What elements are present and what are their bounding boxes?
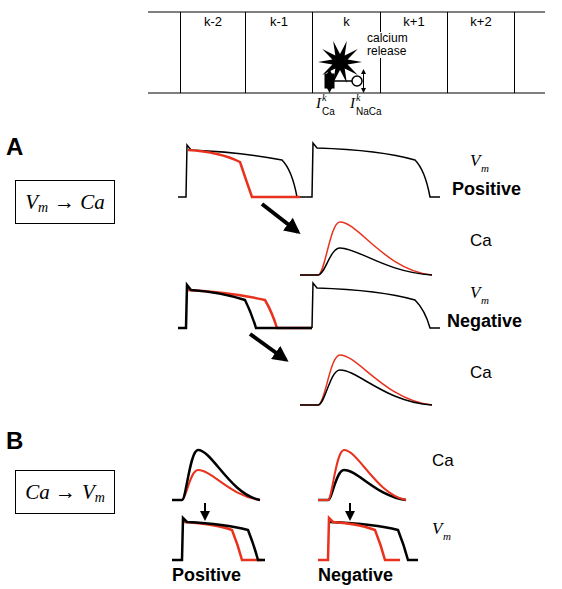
subscript: m bbox=[481, 294, 489, 306]
coupling-box: Vm → Ca bbox=[15, 180, 115, 224]
panel-letter: A bbox=[6, 134, 23, 160]
coupling-box: Ca →Vm bbox=[15, 470, 115, 514]
calcium-trace bbox=[300, 222, 432, 275]
cell-label: k bbox=[343, 14, 350, 29]
superscript: k bbox=[356, 92, 360, 103]
subscript: m bbox=[443, 530, 451, 542]
voltage-trace bbox=[178, 283, 440, 328]
voltage-trace bbox=[178, 143, 440, 197]
subscript: m bbox=[481, 162, 489, 174]
signal-name: Ca bbox=[432, 452, 454, 471]
cell-label: k+1 bbox=[403, 14, 424, 29]
box-text: Ca → bbox=[25, 480, 76, 505]
box-text: V bbox=[82, 480, 95, 505]
signal-name: V bbox=[432, 520, 442, 539]
subscript: Ca bbox=[322, 106, 335, 117]
coupling-sign: Negative bbox=[447, 312, 522, 332]
arrow bbox=[262, 204, 298, 232]
box-text: → Ca bbox=[54, 190, 105, 215]
box-text: V bbox=[25, 190, 38, 215]
voltage-trace bbox=[318, 518, 418, 560]
arrow bbox=[349, 503, 351, 519]
annotation: calcium release bbox=[366, 32, 418, 58]
arrow bbox=[250, 334, 286, 360]
cell-segment: k-1 bbox=[245, 12, 312, 93]
cell-segment: k+2 bbox=[447, 12, 515, 93]
cell-label: k+2 bbox=[470, 14, 491, 29]
box-text: m bbox=[95, 490, 105, 506]
membrane-currents bbox=[325, 70, 364, 92]
superscript: k bbox=[322, 92, 326, 103]
current-symbol: I bbox=[350, 95, 355, 112]
signal-name: V bbox=[470, 284, 480, 303]
cell-label: k-1 bbox=[270, 14, 288, 29]
signal-name: Ca bbox=[470, 364, 492, 383]
coupling-sign: Positive bbox=[172, 566, 241, 586]
voltage-trace bbox=[172, 518, 265, 560]
cell-label: k-2 bbox=[204, 14, 222, 29]
subscript: NaCa bbox=[356, 106, 382, 117]
calcium-trace bbox=[300, 355, 432, 405]
current-symbol: I bbox=[316, 95, 321, 112]
calcium-trace bbox=[318, 450, 406, 500]
panel-letter: B bbox=[6, 428, 23, 454]
calcium-trace bbox=[172, 450, 260, 500]
coupling-sign: Positive bbox=[452, 180, 521, 200]
arrow bbox=[204, 503, 206, 519]
box-text: m bbox=[38, 200, 48, 216]
signal-name: V bbox=[470, 152, 480, 171]
cell-strip bbox=[148, 12, 545, 93]
cell-segment: k-2 bbox=[180, 12, 245, 93]
coupling-sign: Negative bbox=[318, 566, 393, 586]
signal-name: Ca bbox=[470, 232, 492, 251]
